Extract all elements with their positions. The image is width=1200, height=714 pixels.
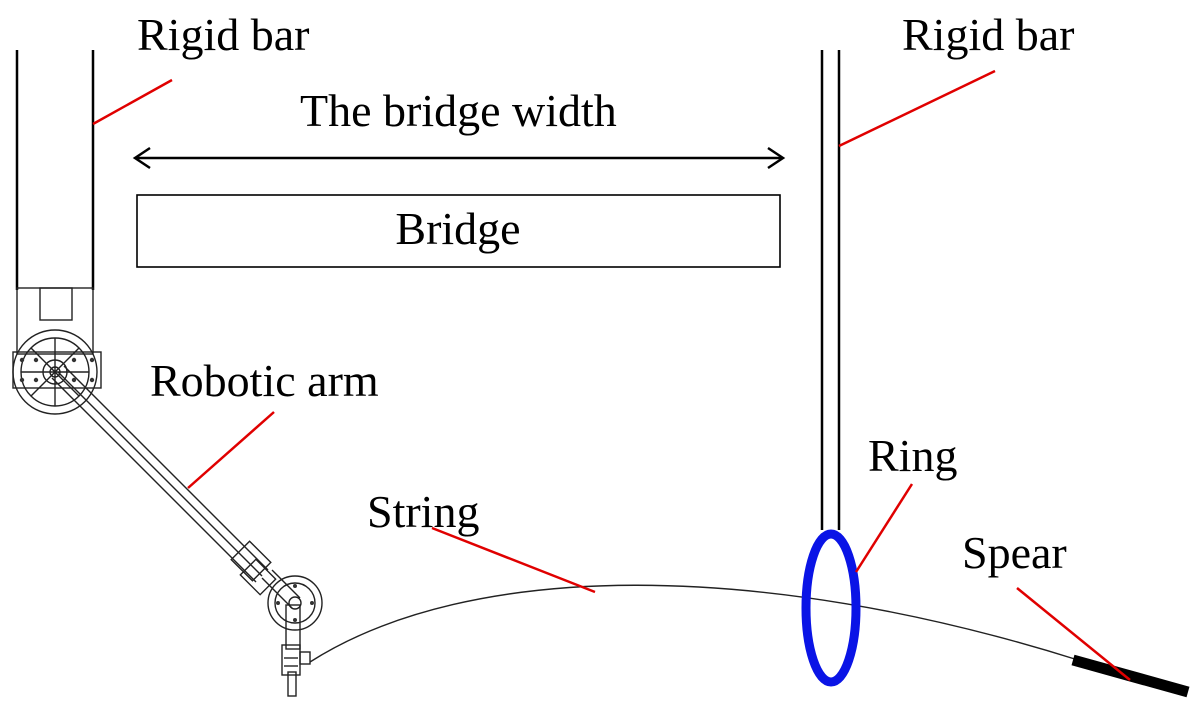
label-spear: Spear (962, 527, 1067, 578)
leader-spear (1016, 587, 1131, 681)
label-robotic-arm: Robotic arm (150, 355, 379, 406)
label-ring: Ring (868, 430, 957, 481)
leader-rigid-bar-left (92, 78, 173, 126)
robotic-arm-mechanism (12, 287, 323, 697)
label-bridge: Bridge (395, 203, 520, 254)
bridge-box (136, 194, 781, 268)
leader-robotic-arm (187, 411, 275, 489)
left-rigid-bar (15, 50, 95, 290)
spear (1071, 654, 1190, 698)
label-rigid-bar-left: Rigid bar (137, 9, 309, 60)
leader-ring (854, 483, 914, 573)
leader-string (431, 526, 596, 594)
leader-lines (92, 69, 1131, 681)
label-rigid-bar-right: Rigid bar (902, 9, 1074, 60)
string-curve (309, 584, 1079, 663)
right-rigid-bar (820, 50, 841, 530)
bridge-width-arrow (132, 146, 786, 170)
ring (801, 529, 861, 687)
label-bridge-width: The bridge width (300, 85, 617, 136)
leader-rigid-bar-right (838, 69, 996, 148)
label-string: String (367, 486, 479, 537)
